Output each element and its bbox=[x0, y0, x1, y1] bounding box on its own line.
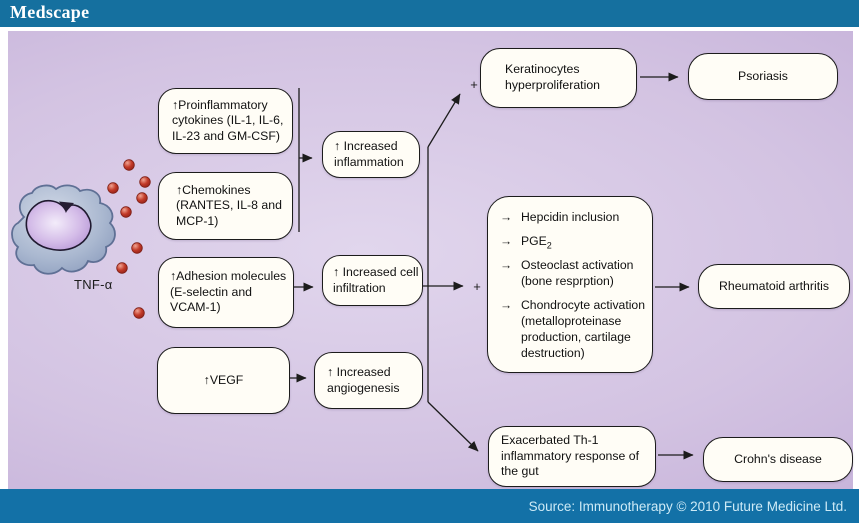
diagram-canvas: + + TNF-α ↑Proinflammatory cytokines (IL… bbox=[8, 31, 853, 489]
box-rheumatoid-arthritis-label: Rheumatoid arthritis bbox=[718, 278, 830, 293]
box-chemokines-label: ↑Chemokines (RANTES, IL-8 and MCP-1) bbox=[176, 182, 282, 228]
bullet-arrow-icon: → bbox=[500, 210, 513, 224]
mediator-item-chondrocyte-label: Chondrocyte activation (metalloproteinas… bbox=[521, 298, 645, 360]
box-increased-cell-infiltration-label: ↑ Increased cell infiltration bbox=[333, 264, 419, 295]
box-crohns-disease-label: Crohn's disease bbox=[734, 451, 822, 466]
mediator-item-hepcidin-label: Hepcidin inclusion bbox=[521, 210, 620, 224]
bullet-arrow-icon: → bbox=[500, 298, 513, 313]
box-adhesion-molecules-label: ↑Adhesion molecules (E-selectin and VCAM… bbox=[170, 269, 287, 315]
plus-sign-mediators: + bbox=[473, 279, 481, 294]
box-increased-cell-infiltration: ↑ Increased cell infiltration bbox=[322, 255, 423, 306]
box-keratinocytes-hyperproliferation: Keratinocytes hyperproliferation bbox=[480, 48, 637, 108]
box-psoriasis-label: Psoriasis bbox=[738, 68, 788, 83]
box-increased-inflammation: ↑ Increased inflammation bbox=[322, 131, 420, 178]
mediator-item-pge2-label: PGE bbox=[521, 234, 547, 249]
cell-nucleus bbox=[25, 199, 92, 251]
medscape-logo: Medscape bbox=[10, 2, 90, 22]
source-attribution-bar: Source: Immunotherapy © 2010 Future Medi… bbox=[0, 489, 859, 523]
box-keratinocytes-label: Keratinocytes hyperproliferation bbox=[505, 62, 601, 92]
medscape-header-bar: Medscape bbox=[0, 0, 859, 27]
mediator-item-chondrocyte: → Chondrocyte activation (metalloprotein… bbox=[500, 298, 647, 364]
box-proinflammatory-cytokines: ↑Proinflammatory cytokines (IL-1, IL-6, … bbox=[158, 88, 293, 154]
connector-lines-layer: + + bbox=[11, 72, 694, 460]
mediator-item-osteoclast-label: Osteoclast activation (bone resprption) bbox=[521, 258, 634, 289]
pge2-subscript: 2 bbox=[546, 240, 552, 251]
box-increased-inflammation-label: ↑ Increased inflammation bbox=[334, 138, 404, 169]
box-increased-angiogenesis: ↑ Increased angiogenesis bbox=[314, 352, 423, 409]
bullet-arrow-icon: → bbox=[500, 234, 513, 249]
box-crohns-disease: Crohn's disease bbox=[703, 437, 853, 482]
box-vegf: ↑VEGF bbox=[157, 347, 290, 414]
bullet-arrow-icon: → bbox=[500, 258, 513, 273]
box-increased-angiogenesis-label: ↑ Increased angiogenesis bbox=[327, 364, 400, 395]
box-ra-mediators: → Hepcidin inclusion → PGE2 → Osteoclast… bbox=[487, 196, 653, 373]
box-chemokines: ↑Chemokines (RANTES, IL-8 and MCP-1) bbox=[158, 172, 293, 240]
box-adhesion-molecules: ↑Adhesion molecules (E-selectin and VCAM… bbox=[158, 257, 294, 328]
source-attribution-text: Source: Immunotherapy © 2010 Future Medi… bbox=[528, 498, 847, 514]
macrophage-cell-icon bbox=[11, 184, 116, 275]
nucleus-notch bbox=[59, 201, 74, 212]
mediator-item-pge2: → PGE2 bbox=[500, 234, 647, 252]
box-th1-label: Exacerbated Th-1 inflammatory response o… bbox=[501, 433, 640, 479]
arrow-to-th1 bbox=[427, 401, 479, 452]
box-psoriasis: Psoriasis bbox=[688, 53, 838, 100]
box-proinflammatory-cytokines-label: ↑Proinflammatory cytokines (IL-1, IL-6, … bbox=[172, 97, 284, 143]
box-rheumatoid-arthritis: Rheumatoid arthritis bbox=[698, 264, 850, 309]
tnf-alpha-label: TNF-α bbox=[74, 277, 113, 292]
box-th1-inflammatory-response: Exacerbated Th-1 inflammatory response o… bbox=[488, 426, 656, 487]
tnf-alpha-molecule-dots bbox=[107, 159, 151, 319]
mediator-item-hepcidin: → Hepcidin inclusion bbox=[500, 210, 647, 228]
mediator-item-osteoclast: → Osteoclast activation (bone resprption… bbox=[500, 258, 647, 292]
box-vegf-label: ↑VEGF bbox=[203, 372, 244, 387]
plus-sign-keratinocytes: + bbox=[470, 77, 478, 92]
arrow-to-keratinocytes bbox=[427, 93, 461, 148]
